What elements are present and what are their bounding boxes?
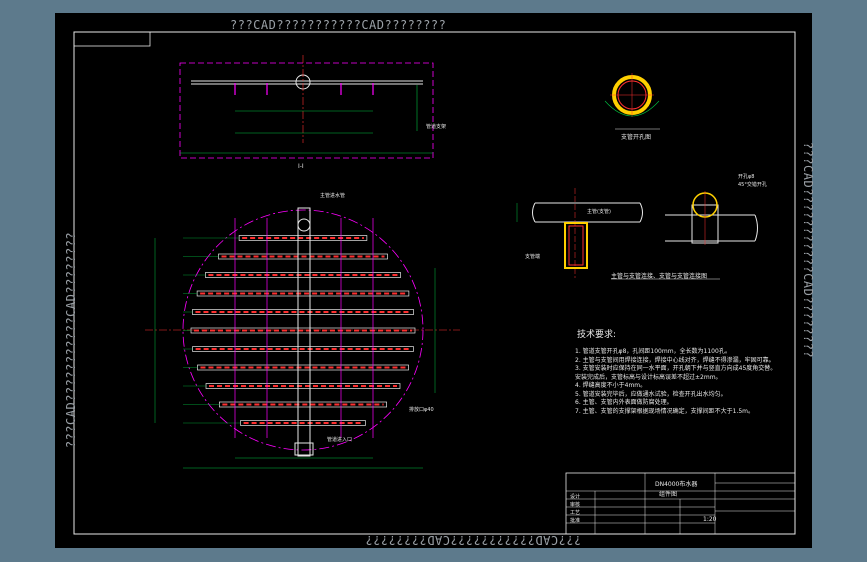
cad-drawing bbox=[73, 31, 796, 535]
main-pipe-label: 主管(支管) bbox=[587, 209, 611, 215]
right-pipe-label: 排放口φ40 bbox=[409, 407, 434, 413]
tech-req-item: 7. 主管、支管的支撑架根据现场情况确定，支撑间距不大于1.5m。 bbox=[575, 407, 755, 415]
drawing-sheet: ???CAD???????????CAD???????? ???CAD?????… bbox=[55, 13, 816, 548]
main-pipe bbox=[297, 207, 311, 457]
pipe-hole-caption: 支管开孔图 bbox=[621, 134, 652, 141]
drawing-frame bbox=[73, 31, 796, 535]
connection-caption: 主管与支管连接、支管与支管连接图 bbox=[611, 273, 708, 280]
tech-req-item: 6. 主管、支管内外表面做防腐处理。 bbox=[575, 399, 673, 406]
section-label: I-I bbox=[298, 163, 304, 170]
tech-req-title: 技术要求: bbox=[577, 330, 617, 340]
connection-branch-inner bbox=[568, 225, 584, 266]
hole-note-2: 45°交错开孔 bbox=[738, 182, 767, 188]
corner-box bbox=[73, 31, 151, 47]
top-pipe-label: 主管进水管 bbox=[320, 193, 346, 199]
pipe-break bbox=[639, 202, 643, 223]
section-outline bbox=[179, 62, 434, 159]
title-block-row-label: 设计 bbox=[570, 494, 581, 500]
main-pipe-end bbox=[294, 442, 314, 456]
angle-arc bbox=[604, 100, 660, 117]
title-block-sub: 组件图 bbox=[659, 491, 678, 498]
bottom-pipe-label: 管道进入口 bbox=[327, 437, 353, 443]
main-pipe-inlet bbox=[297, 218, 311, 232]
watermark-top: ???CAD???????????CAD???????? bbox=[230, 18, 447, 32]
watermark-bottom: ???CAD???????????CAD???????? bbox=[365, 533, 582, 547]
title-block-scale: 1:20 bbox=[703, 516, 717, 523]
pipe-break bbox=[532, 202, 536, 223]
connection-branch-pipe bbox=[564, 222, 588, 269]
hole-note: 开孔φ8 bbox=[738, 174, 755, 180]
watermark-left: ???CAD???????????CAD???????? bbox=[64, 231, 79, 449]
side-label: 管道支架 bbox=[426, 124, 447, 130]
tech-req-item: 2. 主管与支管间用焊接连接，焊接中心线对齐，焊缝不得渗漏，牢固可靠。 bbox=[575, 356, 775, 364]
title-block-row-label: 批准 bbox=[570, 518, 581, 524]
title-block-name: DN4000布水器 bbox=[655, 481, 698, 488]
title-block-row-label: 工艺 bbox=[570, 510, 581, 516]
tech-req-item: 3. 支管安装时应保持在同一水平面，开孔朝下并与竖直方向成45度角交替。 bbox=[575, 365, 777, 372]
pipe-break bbox=[754, 214, 758, 242]
watermark-right: ???CAD???????????CAD???????? bbox=[801, 141, 816, 359]
tech-req-item: 5. 管道安装完毕后，应做通水试验，检查开孔出水均匀。 bbox=[575, 390, 727, 398]
title-block-row-label: 审核 bbox=[570, 502, 581, 508]
branch-label: 支管端 bbox=[525, 254, 541, 260]
tech-req-item: 4. 焊缝高度不小于4mm。 bbox=[575, 382, 647, 389]
tech-req-item: 1. 管道支管开孔φ8，孔间距100mm，全长数为1100孔。 bbox=[575, 348, 731, 355]
title-block bbox=[565, 472, 796, 535]
tech-req-item: 安装完成后，支管标高与设计标高误差不超过±2mm。 bbox=[575, 373, 722, 381]
